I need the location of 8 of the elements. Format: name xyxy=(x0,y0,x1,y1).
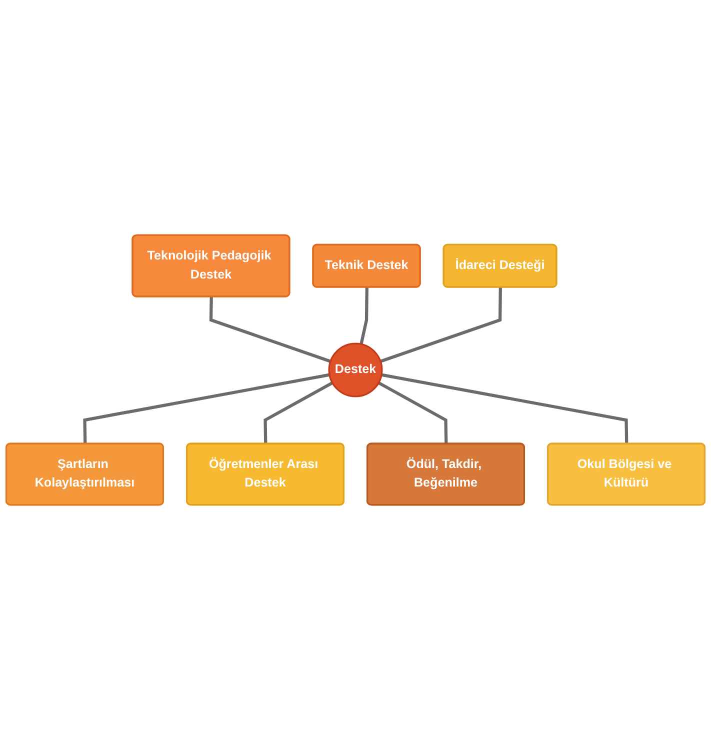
connector xyxy=(83,373,330,444)
connector xyxy=(209,296,331,363)
connector xyxy=(381,373,628,444)
connector xyxy=(360,287,368,344)
connector xyxy=(378,381,448,444)
node-circle: Destek xyxy=(328,342,383,398)
connector xyxy=(380,287,502,363)
connector xyxy=(264,381,334,444)
